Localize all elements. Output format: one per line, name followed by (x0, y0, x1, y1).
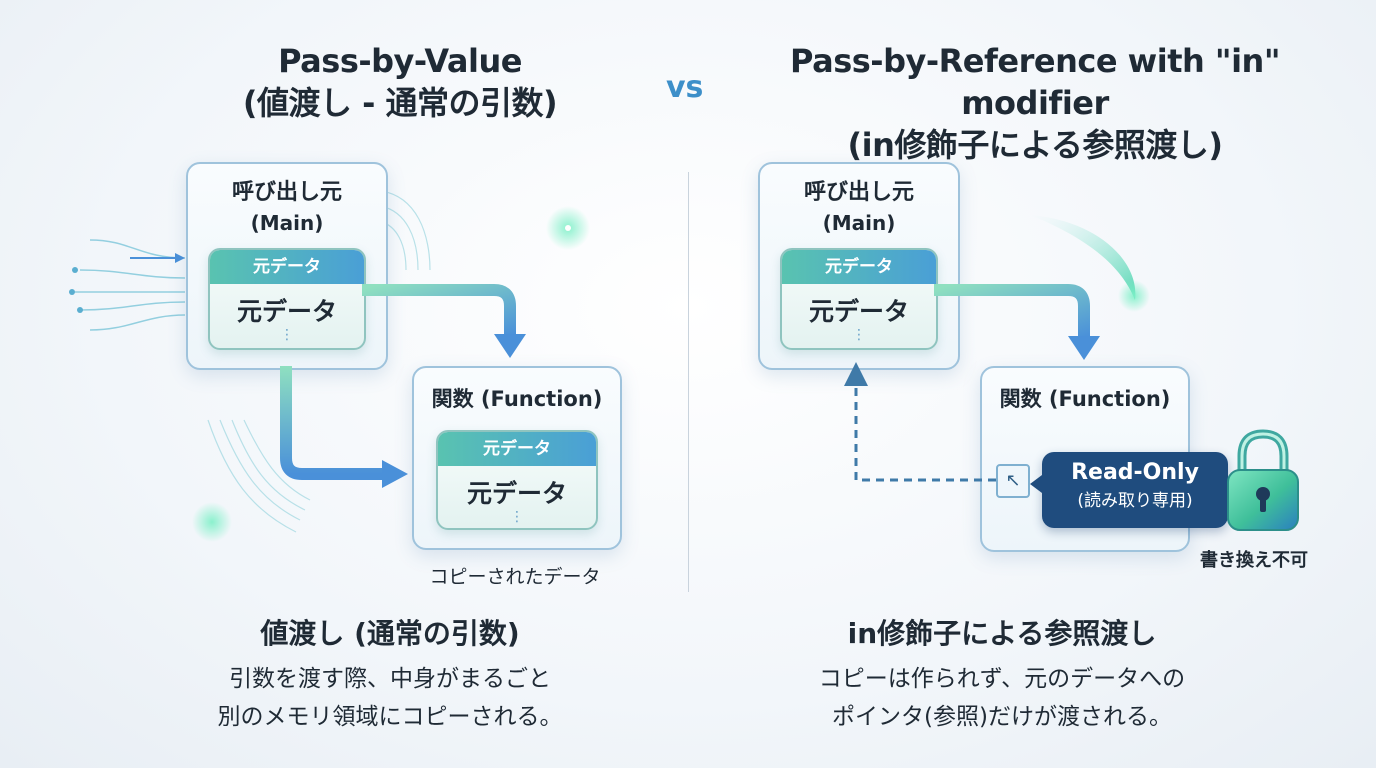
pointer-dashed-line (854, 384, 996, 482)
cursor-icon: ↖ (996, 464, 1030, 498)
left-bottom-title: 値渡し (通常の引数) (260, 617, 520, 650)
left-title-line2: (値渡し - 通常の引数) (242, 84, 558, 122)
card-body: 元データ (808, 297, 909, 326)
right-bottom-title: in修飾子による参照渡し (847, 617, 1157, 650)
left-caller-sub: (Main) (250, 211, 324, 235)
pointer-arrow-head (844, 362, 868, 386)
badge-ja: (読み取り専用) (1077, 491, 1193, 511)
pass-arrow (362, 284, 516, 336)
right-desc-line1: コピーは作られず、元のデータへの (818, 666, 1186, 692)
right-caller-label: 呼び出し元 (803, 180, 914, 205)
card-header: 元データ (438, 432, 596, 466)
lock-icon (1227, 429, 1299, 531)
badge-en: Read-Only (1071, 460, 1199, 485)
copy-arrow-head (382, 460, 408, 488)
lock-caption: 書き換え不可 (1200, 550, 1308, 571)
right-title: Pass-by-Reference with "in" modifier (in… (720, 40, 1350, 166)
right-function-label: 関数 (Function) (999, 387, 1171, 411)
left-function-data-card: 元データ 元データ ⋮ (436, 430, 598, 530)
card-header: 元データ (210, 250, 364, 284)
copy-arrow (280, 366, 384, 480)
right-bottom-desc: コピーは作られず、元のデータへの ポインタ(参照)だけが渡される。 (742, 660, 1262, 736)
right-desc-line2: ポインタ(参照)だけが渡される。 (832, 704, 1172, 730)
right-caller-data-card: 元データ 元データ ⋮ (780, 248, 938, 350)
ellipsis-icon: ⋮ (510, 509, 524, 525)
left-caller-label: 呼び出し元 (231, 180, 342, 205)
left-desc-line2: 別のメモリ領域にコピーされる。 (217, 704, 563, 730)
right-caller-sub: (Main) (822, 211, 896, 235)
left-function-label: 関数 (Function) (431, 387, 603, 411)
left-caller-data-card: 元データ 元データ ⋮ (208, 248, 366, 350)
right-title-line2: (in修飾子による参照渡し) (847, 126, 1223, 164)
left-desc-line1: 引数を渡す際、中身がまるごと (229, 666, 551, 692)
center-divider (688, 172, 689, 592)
read-only-badge: Read-Only (読み取り専用) (1042, 452, 1228, 528)
ellipsis-icon: ⋮ (280, 327, 294, 343)
pass-arrow-head (494, 334, 526, 358)
card-header: 元データ (782, 250, 936, 284)
reference-arrow (934, 284, 1090, 338)
card-body: 元データ (466, 479, 567, 508)
right-title-line1: Pass-by-Reference with "in" modifier (790, 42, 1281, 122)
ellipsis-icon: ⋮ (852, 327, 866, 343)
card-body: 元データ (236, 297, 337, 326)
reference-arrow-head (1068, 336, 1100, 360)
badge-pointer (1030, 472, 1046, 496)
copy-caption: コピーされたデータ (429, 566, 601, 588)
left-title-line1: Pass-by-Value (278, 42, 522, 80)
vs-label: vs (666, 70, 704, 105)
left-bottom-desc: 引数を渡す際、中身がまるごと 別のメモリ領域にコピーされる。 (140, 660, 640, 736)
left-title: Pass-by-Value (値渡し - 通常の引数) (200, 40, 600, 124)
